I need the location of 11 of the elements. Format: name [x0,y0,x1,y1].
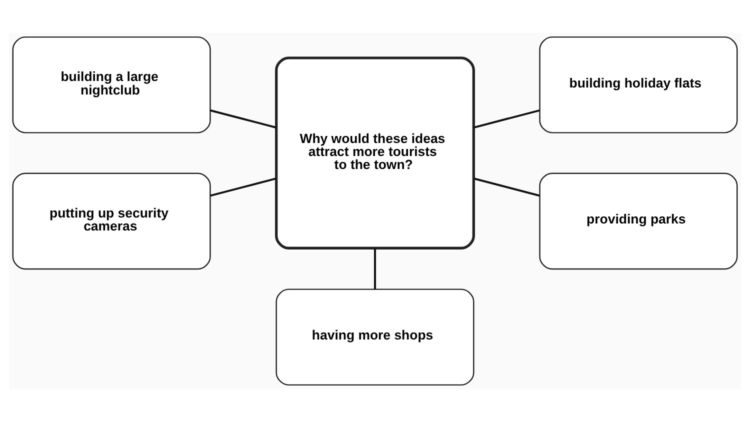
connector [374,248,376,290]
connector [210,178,276,197]
node-box: building a large nightclub [12,36,211,134]
node-box: having more shops [276,288,474,386]
connector [473,109,540,129]
connector [210,109,276,128]
node-box: putting up security cameras [12,172,211,270]
node-box: Why would these ideas attract more tourists to the town? [275,56,475,250]
connector [473,178,540,197]
node-box: building holiday flats [539,36,738,134]
node-box: providing parks [539,172,738,270]
